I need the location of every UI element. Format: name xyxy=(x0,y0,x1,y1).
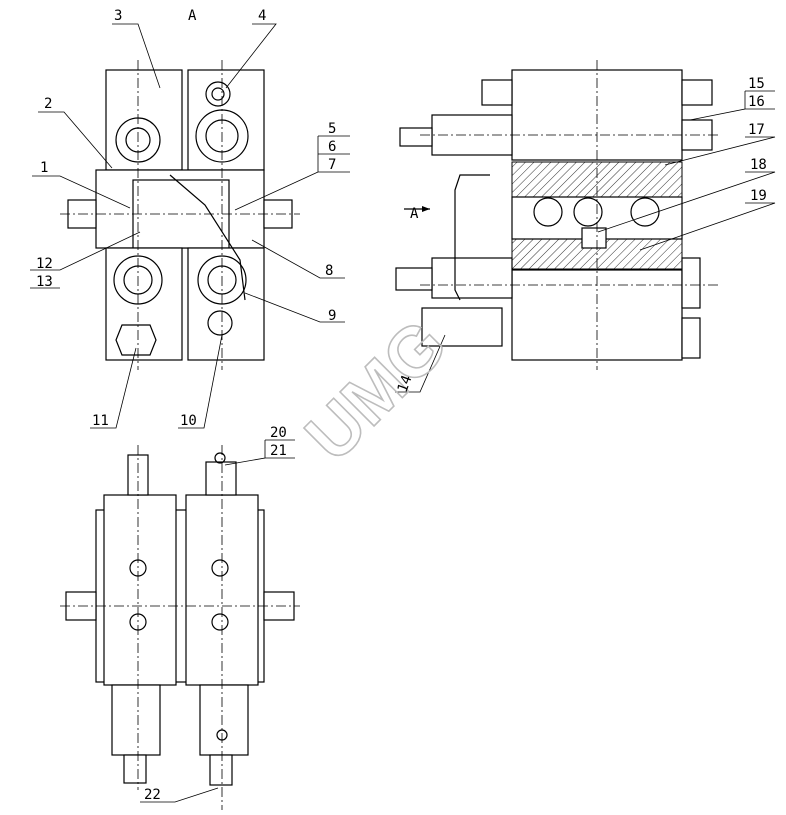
callout-12: 12 xyxy=(36,256,53,272)
callout-14: 14 xyxy=(395,373,416,394)
callout-1: 1 xyxy=(40,160,48,176)
callout-13: 13 xyxy=(36,274,53,290)
view-arrow-label-a: A xyxy=(410,206,419,222)
callout-9: 9 xyxy=(328,308,336,324)
callout-21: 21 xyxy=(270,443,287,459)
callout-6: 6 xyxy=(328,139,336,155)
callout-15: 15 xyxy=(748,76,765,92)
bottom-view-assembly xyxy=(60,445,300,810)
callout-7: 7 xyxy=(328,157,336,173)
view-a-assembly xyxy=(60,60,300,370)
callout-22: 22 xyxy=(144,787,161,803)
callout-19: 19 xyxy=(750,188,767,204)
callout-3: 3 xyxy=(114,8,122,24)
callout-8: 8 xyxy=(325,263,333,279)
callout-20: 20 xyxy=(270,425,287,441)
callout-11: 11 xyxy=(92,413,109,429)
callout-10: 10 xyxy=(180,413,197,429)
callout-17: 17 xyxy=(748,122,765,138)
side-section-view xyxy=(395,60,720,370)
callout-2: 2 xyxy=(44,96,52,112)
view-label-a: A xyxy=(188,8,197,24)
callout-18: 18 xyxy=(750,157,767,173)
callout-4: 4 xyxy=(258,8,266,24)
callout-5: 5 xyxy=(328,121,336,137)
callout-16: 16 xyxy=(748,94,765,110)
leader-lines xyxy=(30,23,776,803)
